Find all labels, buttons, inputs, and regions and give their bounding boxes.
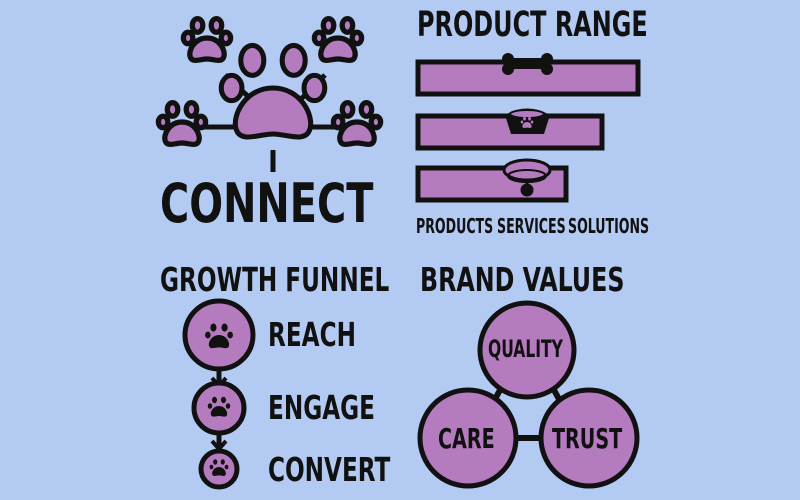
brand-values-title: BRAND VALUES [420,260,625,299]
food-bowl-icon [505,108,550,134]
label-services: SERVICES [497,214,566,238]
bone-icon [502,53,553,75]
small-paw-icon [183,19,230,61]
product-range-title: PRODUCT RANGE [417,5,648,45]
stage-engage: ENGAGE [268,388,375,427]
value-care: CARE [438,422,495,455]
small-paw-icon [158,103,205,145]
large-paw-icon [221,45,325,137]
funnel-diagram [182,298,256,490]
connect-title: CONNECT [160,172,374,235]
value-trust: TRUST [552,422,623,455]
label-products: PRODUCTS [416,214,494,238]
values-diagram [417,300,640,489]
small-paw-icon [333,103,380,145]
growth-funnel-title: GROWTH FUNNEL [160,260,390,299]
value-quality: QUALITY [488,335,563,363]
label-solutions: SOLUTIONS [568,214,650,238]
stage-reach: REACH [268,315,356,354]
paw-network-icon [158,19,380,172]
collar-icon [502,158,552,197]
small-paw-icon [314,19,361,61]
stage-convert: CONVERT [268,450,391,489]
product-bars [415,59,641,203]
